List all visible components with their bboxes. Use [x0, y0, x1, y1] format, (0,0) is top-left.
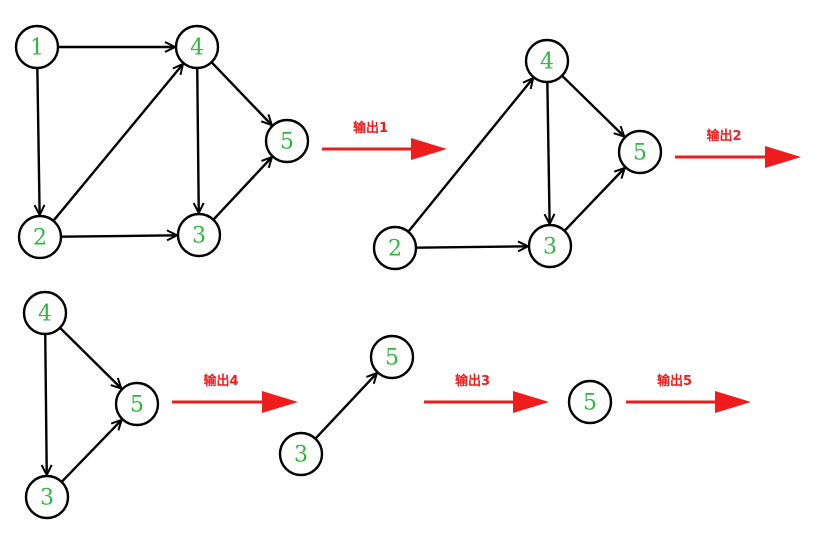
- graph-stage-5: 5: [567, 379, 613, 425]
- graph-stage-2: 4 5 2 3: [372, 38, 663, 271]
- edge-3-to-5: [563, 168, 625, 232]
- node-circle: [176, 212, 222, 258]
- node-5: 5: [369, 334, 415, 380]
- node-3: 3: [527, 223, 573, 269]
- edge-4-to-3: [197, 67, 199, 213]
- node-1: 1: [14, 24, 60, 70]
- output-arrow-head: [715, 391, 751, 413]
- node-circle: [22, 290, 68, 336]
- node-5: 5: [264, 118, 310, 164]
- node-3: 3: [278, 431, 324, 477]
- output-arrow-4: 输出3: [424, 373, 549, 413]
- output-label: 输出4: [203, 373, 238, 389]
- node-label: 5: [583, 391, 597, 416]
- output-arrow-3: 输出4: [172, 373, 298, 413]
- node-label: 2: [388, 237, 402, 262]
- node-4: 4: [524, 38, 570, 84]
- node-label: 2: [33, 226, 47, 251]
- output-arrow-1: 输出1: [322, 120, 447, 160]
- node-circle: [14, 24, 60, 70]
- edge-3-to-5: [314, 373, 377, 440]
- node-4: 4: [174, 24, 220, 70]
- output-arrow-head: [765, 146, 801, 168]
- output-arrow-head: [513, 391, 549, 413]
- edge-4-to-5: [59, 326, 121, 389]
- node-label: 3: [543, 235, 557, 260]
- node-circle: [24, 474, 70, 520]
- edge-4-to-3: [45, 333, 47, 475]
- node-2: 2: [17, 214, 63, 260]
- node-label: 5: [130, 393, 144, 418]
- edge-2-to-4: [52, 64, 183, 222]
- node-3: 3: [176, 212, 222, 258]
- node-label: 4: [540, 50, 554, 75]
- output-label: 输出5: [657, 373, 692, 389]
- node-3: 3: [24, 474, 70, 520]
- node-circle: [278, 431, 324, 477]
- node-circle: [524, 38, 570, 84]
- edge-2-to-3: [60, 235, 177, 236]
- edge-4-to-5: [561, 74, 624, 137]
- output-arrow-head: [262, 391, 298, 413]
- node-label: 5: [633, 141, 647, 166]
- edge-2-to-4: [407, 78, 533, 233]
- output-label: 输出3: [455, 373, 490, 389]
- node-label: 3: [192, 224, 206, 249]
- edge-4-to-5: [210, 61, 272, 125]
- node-label: 3: [294, 443, 308, 468]
- output-arrow-2: 输出2: [675, 128, 801, 168]
- edge-2-to-3: [415, 246, 528, 247]
- graph-stage-1: 1 4 5 2 3: [14, 24, 310, 260]
- node-circle: [567, 379, 613, 425]
- node-circle: [17, 214, 63, 260]
- node-circle: [264, 118, 310, 164]
- node-circle: [372, 225, 418, 271]
- node-2: 2: [372, 225, 418, 271]
- output-arrow-5: 输出5: [626, 373, 751, 413]
- output-label: 输出2: [706, 128, 741, 144]
- node-label: 3: [40, 486, 54, 511]
- node-5: 5: [114, 381, 160, 427]
- node-label: 4: [190, 36, 204, 61]
- node-label: 5: [280, 130, 294, 155]
- node-circle: [114, 381, 160, 427]
- node-5: 5: [567, 379, 613, 425]
- node-5: 5: [617, 129, 663, 175]
- edge-3-to-5: [212, 157, 272, 221]
- graph-stage-3: 4 5 3: [22, 290, 160, 520]
- graph-stage-4: 53: [278, 334, 415, 477]
- node-label: 1: [30, 36, 44, 61]
- output-arrow-head: [411, 138, 447, 160]
- output-label: 输出1: [353, 120, 388, 136]
- node-4: 4: [22, 290, 68, 336]
- node-circle: [174, 24, 220, 70]
- node-circle: [369, 334, 415, 380]
- node-circle: [527, 223, 573, 269]
- node-circle: [617, 129, 663, 175]
- node-label: 5: [385, 346, 399, 371]
- node-label: 4: [38, 302, 52, 327]
- edge-1-to-2: [37, 67, 39, 215]
- edge-4-to-3: [547, 81, 549, 224]
- edge-3-to-5: [60, 420, 122, 483]
